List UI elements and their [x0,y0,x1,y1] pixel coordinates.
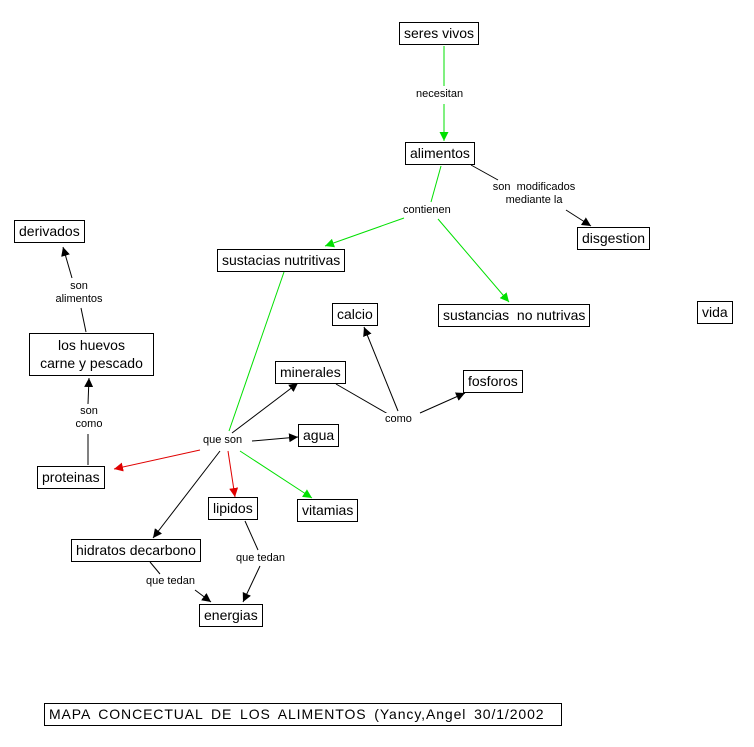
line-alimentos-contienen [430,165,442,203]
concept-hidratos-de-carbono[interactable]: hidratos decarbono [71,539,201,562]
line-hidratos-quetedan [149,561,161,575]
line-huevos-sonalimentos [80,307,87,333]
arrow-contienen-no-nutrivas [437,218,510,303]
line-nutritivas-queson [228,271,285,432]
arrow-como-calcio [363,326,399,412]
link-son-como: son como [67,405,111,431]
arrow-quetedan-energias [194,589,212,603]
link-que-tedan-lipidos: que tedan [234,552,287,565]
concept-derivados[interactable]: derivados [14,220,85,243]
line-lipidos-quetedan [244,520,259,551]
concept-vida[interactable]: vida [697,301,733,324]
link-como: como [383,413,414,426]
link-que-son: que son [201,434,245,447]
concept-sustacias-nutritivas[interactable]: sustacias nutritivas [217,249,346,272]
arrow-modificados-disgestion [565,209,592,227]
concept-agua[interactable]: agua [298,424,340,447]
arrow-como-fosforos [419,392,466,414]
arrow-queson-minerales [231,382,299,434]
link-son-alimentos: son alimentos [49,280,109,306]
line-alimentos-modificados [470,164,499,181]
arrow-queson-lipidos [227,450,239,498]
arrow-queson-hidratos [152,450,221,539]
link-que-tedan-hidratos: que tedan [144,575,197,588]
link-contienen: contienen [401,204,453,217]
concept-fosforos[interactable]: fosforos [463,370,523,393]
concept-proteinas[interactable]: proteinas [37,466,105,489]
arrow-queson-agua [251,433,299,443]
concept-los-huevos[interactable]: los huevos carne y pescado [29,333,154,376]
concept-minerales[interactable]: minerales [275,361,346,384]
concept-sustancias-no-nutrivas[interactable]: sustancias no nutrivas [438,304,591,327]
arrow-queson-vitamias [239,450,313,499]
concept-disgestion[interactable]: disgestion [577,227,651,250]
line-minerales-como [335,383,389,415]
concept-lipidos[interactable]: lipidos [208,497,258,520]
concept-calcio[interactable]: calcio [332,303,378,326]
arrow-queson-proteinas [113,449,201,472]
link-necesitan: necesitan [414,88,466,101]
link-son-modificados: son modificados mediante la [480,181,588,207]
arrow-quetedan2-energias [242,565,261,603]
arrow-sonalimentos-derivados [61,246,73,279]
concept-alimentos[interactable]: alimentos [405,142,475,165]
arrow-soncomo-huevos [84,377,94,405]
concept-vitamias[interactable]: vitamias [297,499,359,522]
concept-energias[interactable]: energias [199,604,263,627]
arrow-contienen-nutritivas [324,217,405,248]
concept-seres-vivos[interactable]: seres vivos [399,22,480,45]
map-title: MAPA CONCECTUAL DE LOS ALIMENTOS (Yancy,… [44,703,562,726]
